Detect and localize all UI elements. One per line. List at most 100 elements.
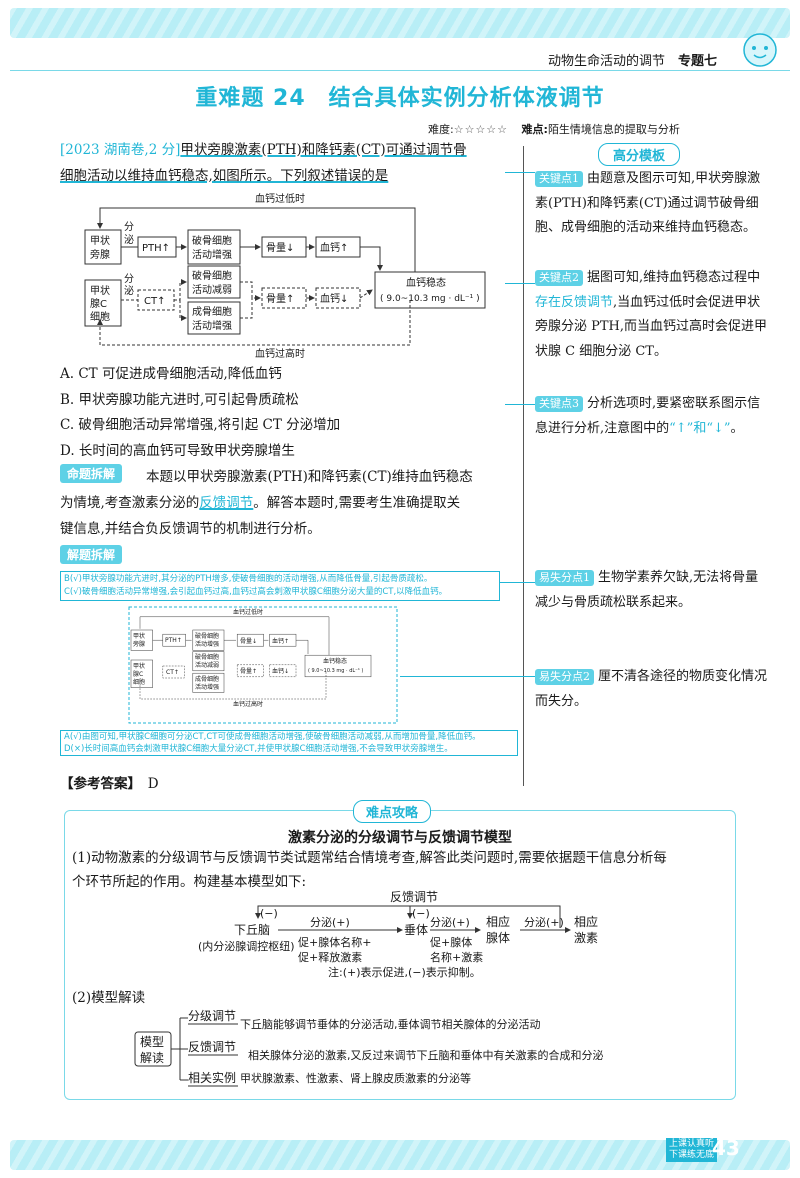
model-neg2: (−) [412,907,430,920]
analysis-line-2: 为情境,考查激素分泌的反馈调节。解答本题时,需要考生准确提取关 [60,490,515,516]
calcium-diagram-annotated: 血钙过低时 血钙过高时 甲状 旁腺 甲状 腺C 细胞 PTH↑ CT↑ 破骨细胞… [128,606,398,724]
mascot-icon [743,33,777,67]
question-line-1: [2023 湖南卷,2 分]甲状旁腺激素(PTH)和降钙素(CT)可通过调节骨 [60,137,510,163]
question-text-1: 甲状旁腺激素(PTH)和降钙素(CT)可通过调节骨 [180,142,467,158]
difficulty-meta: 难度:☆☆☆☆☆ 难点:陌生情境信息的提取与分析 [428,121,680,137]
difficulty-label: 难度: [428,123,454,136]
keypoint-2-text-a: 据图可知,维持血钙稳态过程中 [587,270,761,285]
question-source: [2023 湖南卷,2 分] [60,142,181,158]
model-sub1b: 促+释放激素 [298,950,362,964]
keypoint-2-text-b: ,当血钙过低时会促进甲状旁腺分泌 PTH,而当血钙过高时会促进甲状腺 C 细胞分… [535,294,768,359]
keypoint-2-tag: 关键点2 [535,270,583,286]
small-osteo-down-2: 活动减弱 [195,661,219,669]
model-gland-2: 腺体 [486,931,510,945]
tree-branch-2: 反馈调节 [188,1040,236,1054]
header-divider [10,70,790,71]
question-line-2: 细胞活动以维持血钙稳态,如图所示。下列叙述错误的是 [60,163,510,189]
analysis-text-2a: 为情境,考查激素分泌的 [60,495,200,511]
small-pth-gland-2: 旁腺 [133,640,145,648]
model-sub1a: 促+腺体名称+ [298,935,371,949]
bone-up: 骨量↑ [266,293,294,305]
small-pth: PTH↑ [165,637,182,644]
note-c: C(√)破骨细胞活动异常增强,会引起血钙过高,血钙过高会刺激甲状腺C细胞分泌大量… [64,587,448,597]
ct-gland-label-2: 腺C [90,297,107,310]
keypoint-3-highlight: “↑”和“↓” [669,420,731,436]
connector-kp3 [505,404,535,405]
osteoclast-up-2: 活动增强 [192,248,232,261]
small-homeo: 血钙稳态 [323,657,347,665]
model-hormone-1: 相应 [574,914,598,929]
option-a: A. CT 可促进成骨细胞活动,降低血钙 [60,366,282,382]
small-ca-down: 血钙↓ [272,667,289,675]
model-secrete-3: 分泌(+) [524,916,564,929]
note-ad: A(√)由图可知,甲状腺C细胞可分泌CT,CT可使成骨细胞活动增强,使破骨细胞活… [60,730,518,756]
answer: 【参考答案】 D [60,772,159,792]
note-bc: B(√)甲状旁腺功能亢进时,其分泌的PTH增多,使破骨细胞的活动增强,从而降低骨… [60,571,500,601]
model-secrete-1: 分泌(+) [310,916,350,929]
pth-gland-label-2: 旁腺 [90,248,110,261]
tree-branch-1: 分级调节 [188,1009,236,1023]
note-b: B(√)甲状旁腺功能亢进时,其分泌的PTH增多,使破骨细胞的活动增强,从而降低骨… [64,574,433,584]
note-a: A(√)由图可知,甲状腺C细胞可分泌CT,CT可使成骨细胞活动增强,使破骨细胞活… [64,732,481,742]
small-bottom-label: 血钙过高时 [233,700,263,708]
small-ct-gland-3: 细胞 [133,678,145,686]
model-sub2a: 促+腺体 [430,935,472,949]
model-feedback: 反馈调节 [390,890,438,904]
page-number: 43 [712,1136,740,1160]
small-bone-down: 骨量↓ [240,638,257,645]
osteoclast-up: 破骨细胞 [192,234,232,247]
osteoblast-up-2: 活动增强 [192,319,232,332]
connector-kp2 [505,283,535,284]
option-b: B. 甲状旁腺功能亢进时,可引起骨质疏松 [60,392,299,408]
connector-kp1 [505,172,535,173]
tree-branch-3-text: 甲状腺激素、性激素、肾上腺皮质激素的分泌等 [240,1071,471,1085]
ct-gland-label: 甲状 [90,284,110,297]
small-ct: CT↑ [166,669,179,676]
strategy-p2: (2)模型解读 [72,990,146,1006]
analysis-text-2b: 。解答本题时,需要考生准确提取关 [253,495,461,511]
model-pituitary: 垂体 [404,923,428,937]
model-hypothalamus: 下丘脑 [234,923,270,937]
slogan-1: 上课认真听 [669,1139,715,1149]
error-point-2-tag: 易失分点2 [535,669,594,685]
small-osteo-down: 破骨细胞 [195,653,219,661]
model-hormone-2: 激素 [574,931,598,945]
calcium-diagram: 血钙过低时 血钙过高时 甲状 旁腺 甲状 腺C 细胞 分 泌 分 泌 PTH↑ … [84,192,486,360]
connector-ep2 [400,676,535,677]
secrete-label-1: 分 [124,221,134,233]
calcium-down: 血钙↓ [320,292,348,305]
small-bone-up: 骨量↑ [240,668,257,675]
pth-gland-label: 甲状 [90,234,110,247]
secrete-label-2: 分 [124,273,134,285]
keypoint-3-text-b: 。 [730,420,744,436]
analysis-line-1: 本题以甲状旁腺激素(PTH)和降钙素(CT)维持血钙稳态 [146,469,473,485]
error-point-1-text: 生物学素养欠缺,无法将骨量减少与骨质疏松联系起来。 [535,570,759,610]
model-neg1: (−) [260,907,278,920]
right-column-tag: 高分模板 [598,143,681,166]
option-d: D. 长时间的高血钙可导致甲状旁腺增生 [60,443,295,459]
answer-value: D [147,776,159,792]
header-topic: 专题七 [678,54,718,69]
osteoclast-down-2: 活动减弱 [192,284,232,296]
tree-branch-3: 相关实例 [188,1070,236,1085]
secrete-label-1b: 泌 [124,233,134,246]
header-subject: 动物生命活动的调节 [548,54,666,69]
small-osteo-up-2: 活动增强 [195,640,219,648]
homeostasis-range: ( 9.0~10.3 mg · dL⁻¹ ) [380,294,480,304]
bone-down: 骨量↓ [266,242,294,254]
connector-ep1 [500,582,535,583]
solve-tag: 解题拆解 [60,545,123,564]
small-homeo-range: ( 9.0~10.3 mg · dL⁻¹ ) [308,668,363,674]
osteoblast-up: 成骨细胞 [192,305,232,318]
pth-label: PTH↑ [142,243,170,254]
tree-branch-1-text: 下丘脑能够调节垂体的分泌活动,垂体调节相关腺体的分泌活动 [240,1017,541,1031]
slogan-2: 下课练无底 [669,1150,715,1160]
secrete-label-2b: 泌 [124,284,134,297]
answer-label: 【参考答案】 [60,776,135,792]
analysis-tag: 命题拆解 [60,464,123,483]
small-osteo-build: 成骨细胞 [195,675,219,683]
